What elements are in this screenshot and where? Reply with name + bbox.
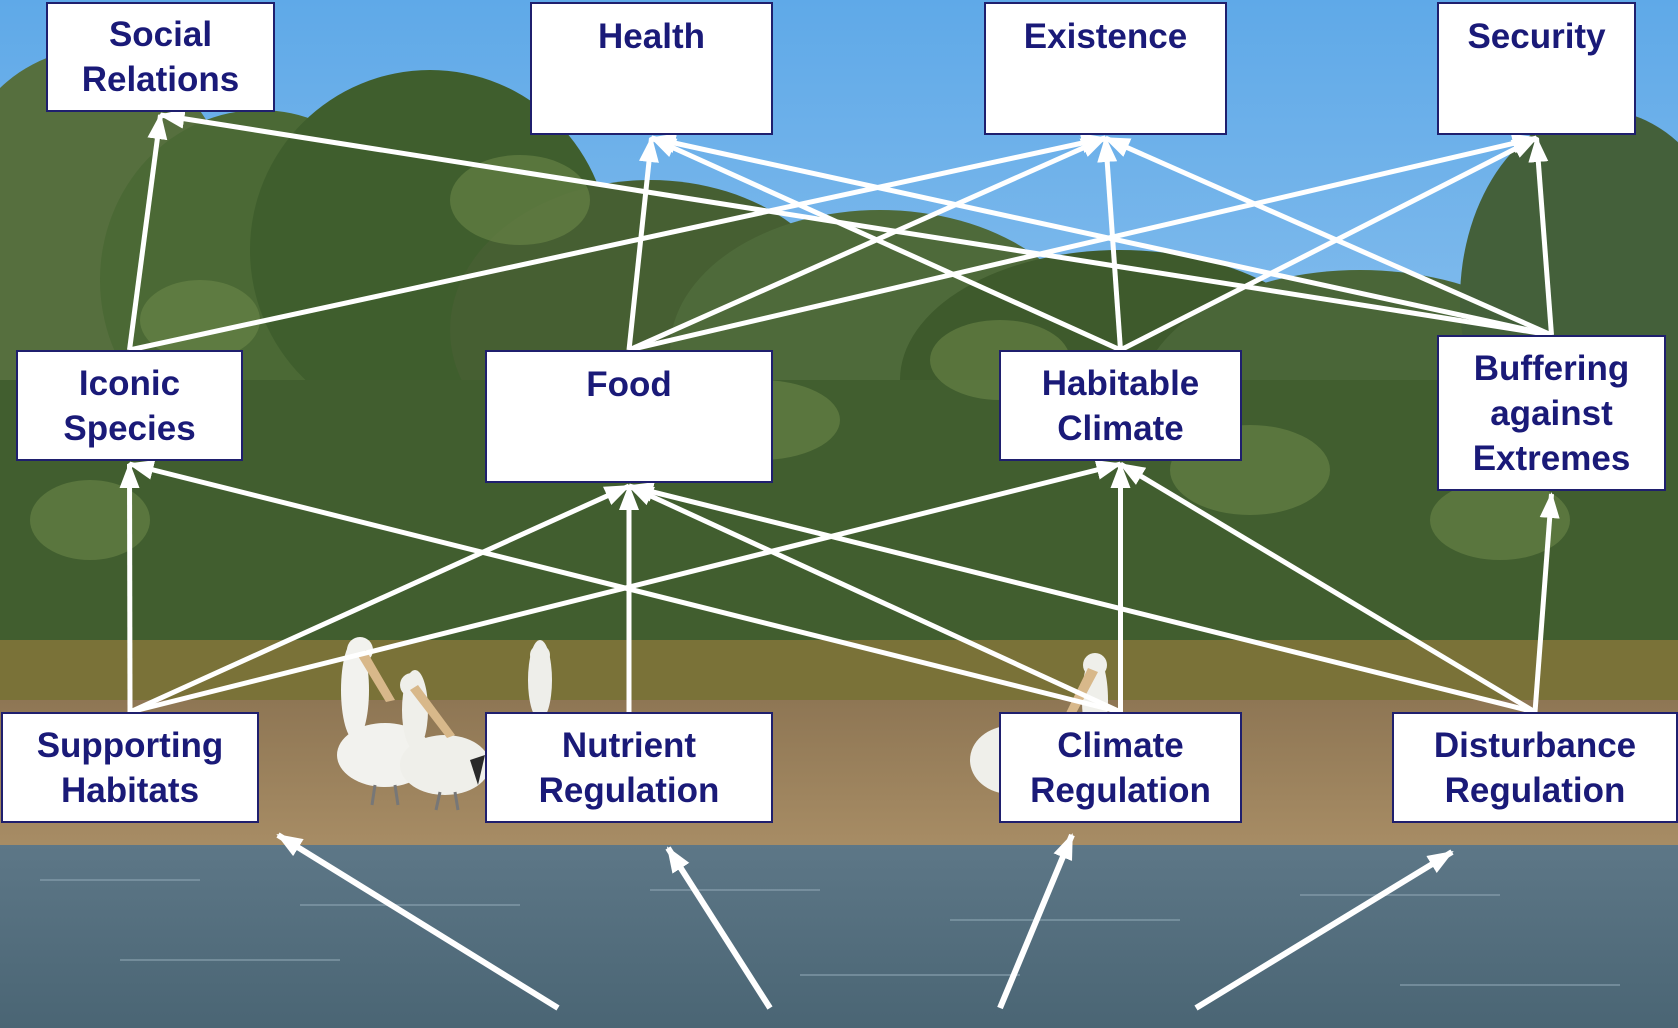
node-climate-regulation: Climate Regulation [999, 712, 1242, 823]
arrow-buffering-against-extremes-to-existence [1103, 135, 1553, 338]
arrow-food-to-existence [627, 135, 1108, 353]
node-security: Security [1437, 2, 1636, 135]
node-supporting-habitats-line-2: Habitats [60, 770, 200, 810]
node-habitable-climate-line-2: Climate [1057, 408, 1184, 448]
node-buffering-line-2: against [1490, 393, 1613, 433]
arrow-supporting-habitats-to-food [128, 483, 631, 715]
node-habitable-climate-line-1: Habitable [1041, 363, 1200, 403]
water-ripples [40, 879, 1620, 986]
node-climate-regulation-line-1: Climate [1057, 725, 1184, 765]
arrow-habitable-climate-to-health [649, 135, 1122, 353]
node-supporting-habitats-line-1: Supporting [36, 725, 224, 765]
node-existence: Existence [984, 2, 1227, 135]
node-climate-regulation-line-2: Regulation [1030, 770, 1211, 810]
node-disturbance-regulation-line-2: Regulation [1444, 770, 1626, 810]
pelican-left-2 [400, 670, 490, 811]
node-existence-label: Existence [1023, 17, 1188, 56]
arrow-habitable-climate-to-security [1119, 135, 1539, 353]
arrow-supporting-habitats-to-iconic-species [119, 462, 140, 713]
node-iconic-species-line-2: Species [63, 408, 196, 448]
arrow-buffering-against-extremes-to-social-relations [158, 108, 1552, 338]
arrow-disturbance-regulation-to-buffering-against-extremes [1532, 492, 1560, 713]
arrow-climate-regulation-to-iconic-species [127, 460, 1122, 715]
node-disturbance-regulation-line-1: Disturbance [1433, 725, 1637, 765]
arrow-disturbance-regulation-to-food [627, 482, 1536, 715]
node-iconic-species-line-1: Iconic [78, 363, 181, 403]
node-social-relations-line-1: Social [108, 15, 213, 54]
arrow-climate-regulation-to-food [627, 483, 1122, 715]
water [0, 845, 1678, 1028]
node-iconic-species: Iconic Species [16, 350, 243, 461]
node-habitable-climate: Habitable Climate [999, 350, 1242, 461]
node-supporting-habitats: Supporting Habitats [1, 712, 259, 823]
input-arrow-disturbance-regulation [1194, 849, 1454, 1011]
arrow-iconic-species-to-social-relations [127, 113, 168, 351]
node-nutrient-regulation-line-2: Regulation [538, 770, 720, 810]
node-buffering-line-3: Extremes [1472, 438, 1631, 478]
arrow-disturbance-regulation-to-habitable-climate [1118, 461, 1537, 715]
node-food: Food [485, 350, 773, 483]
node-health-label: Health [598, 17, 705, 56]
node-security-label: Security [1467, 17, 1606, 56]
arrow-buffering-against-extremes-to-security [1528, 136, 1554, 336]
arrow-buffering-against-extremes-to-health [649, 133, 1553, 338]
node-buffering-against-extremes: Buffering against Extremes [1437, 335, 1666, 491]
node-disturbance-regulation: Disturbance Regulation [1392, 712, 1678, 823]
input-arrow-climate-regulation [997, 833, 1075, 1010]
node-nutrient-regulation: Nutrient Regulation [485, 712, 773, 823]
edge-layer [119, 108, 1560, 715]
node-social-relations-line-2: Relations [81, 60, 240, 99]
node-health: Health [530, 2, 773, 135]
node-social-relations: Social Relations [46, 2, 275, 112]
node-buffering-line-1: Buffering [1473, 348, 1630, 388]
node-food-label: Food [586, 365, 672, 404]
arrow-habitable-climate-to-existence [1097, 136, 1123, 351]
input-arrow-nutrient-regulation [665, 846, 773, 1010]
node-nutrient-regulation-line-1: Nutrient [561, 725, 697, 765]
arrow-food-to-health [626, 136, 659, 351]
input-arrows [276, 832, 1454, 1011]
arrow-iconic-species-to-existence [128, 133, 1108, 353]
input-arrow-supporting-habitats [276, 832, 560, 1011]
pelican-left-3 [528, 640, 552, 720]
arrow-food-to-security [628, 133, 1539, 353]
